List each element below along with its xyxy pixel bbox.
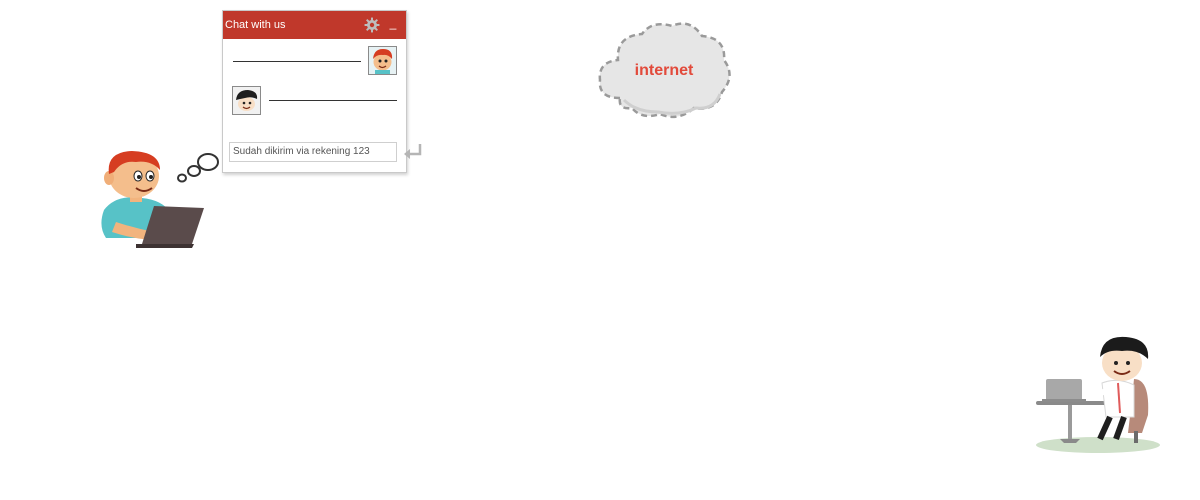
cloud-icon xyxy=(598,22,731,119)
internet-label: internet xyxy=(634,62,694,79)
agent-avatar xyxy=(232,86,261,115)
incoming-message-line xyxy=(233,61,361,62)
support-agent-illustration xyxy=(1036,336,1160,453)
customer-avatar xyxy=(368,46,397,75)
chat-title: Chat with us xyxy=(225,19,286,31)
chat-widget: Chat with us _ xyxy=(222,10,407,173)
chat-header: Chat with us _ xyxy=(223,11,406,39)
outgoing-message-line xyxy=(269,100,397,101)
minimize-button[interactable]: _ xyxy=(389,16,397,30)
enter-arrow-icon[interactable] xyxy=(402,142,424,160)
thought-bubbles xyxy=(177,153,219,183)
chat-message-input[interactable]: Sudah dikirim via rekening 123 xyxy=(229,142,397,162)
customer-with-laptop-illustration xyxy=(101,151,204,248)
gear-icon[interactable] xyxy=(364,17,380,33)
